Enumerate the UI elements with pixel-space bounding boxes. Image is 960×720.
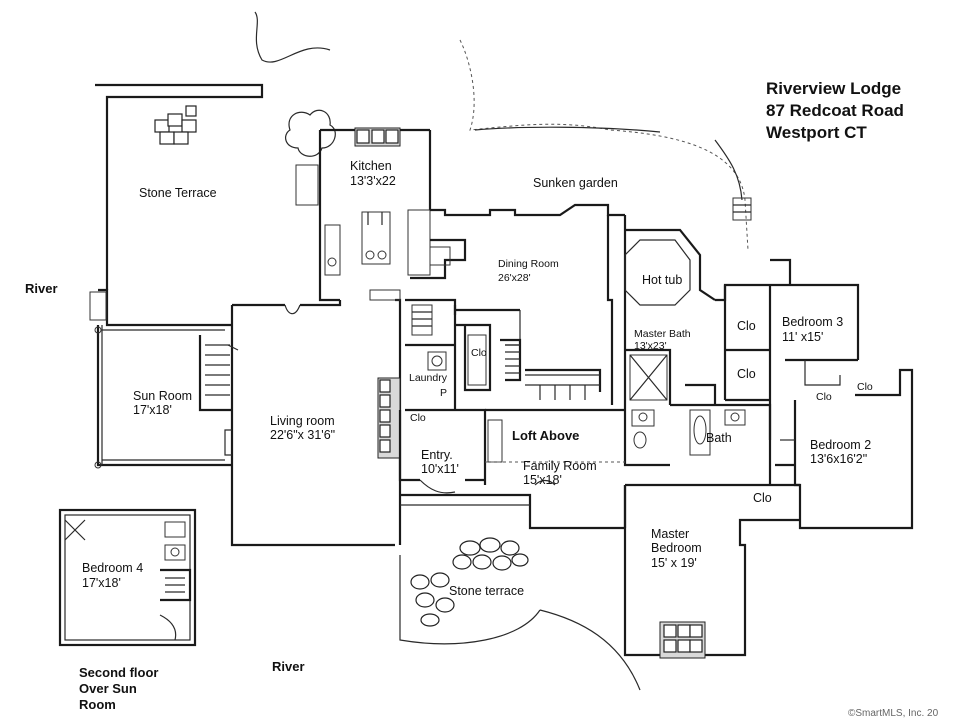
label-river-left: River: [25, 281, 58, 296]
bath-label: Bath: [706, 431, 732, 445]
living-room-name: Living room: [270, 414, 335, 428]
sun-room-walls: [89, 288, 239, 469]
bath-walls: [623, 383, 772, 485]
stone-terrace-lower: [399, 537, 541, 645]
closet-label-entry: Clo: [410, 412, 426, 424]
kitchen-dims: 13'3'x22: [350, 174, 396, 188]
family-room-walls: [485, 408, 627, 528]
sun-room-dims: 17'x18': [133, 403, 172, 417]
master-bedroom-dims: 15' x 19': [651, 556, 697, 570]
loft-above-label: Loft Above: [512, 428, 579, 443]
garden-outline: [254, 11, 749, 251]
bedroom4-inset: [58, 508, 197, 647]
master-bath-walls: [623, 215, 790, 405]
inset-caption-3: Room: [79, 697, 116, 712]
title-line-2: 87 Redcoat Road: [766, 101, 904, 120]
master-bedroom-name: Master: [651, 527, 689, 541]
title-block: Riverview Lodge 87 Redcoat Road Westport…: [766, 79, 904, 142]
title-line-3: Westport CT: [766, 123, 867, 142]
title-line-1: Riverview Lodge: [766, 79, 901, 98]
inset-caption-2: Over Sun: [79, 681, 137, 696]
living-room-dims: 22'6"x 31'6": [270, 428, 335, 442]
closet-label-upper: Clo: [737, 319, 756, 333]
stone-terrace-area: [95, 83, 264, 290]
bedroom3-dims: 11' x15': [782, 330, 823, 344]
entry-dims: 10'x11': [421, 462, 459, 476]
inset-caption-1: Second floor: [79, 665, 158, 680]
family-room-name: Family Room: [523, 459, 597, 473]
dining-room-walls: [430, 203, 625, 405]
dining-dims: 26'x28': [498, 272, 531, 284]
closet-label-bedroom2-b: Clo: [857, 381, 873, 393]
master-bedroom-name-2: Bedroom: [651, 541, 702, 555]
copyright-notice: ©SmartMLS, Inc. 20: [848, 708, 939, 719]
master-bath-name: Master Bath: [634, 328, 691, 340]
closet-label-bedroom2-a: Clo: [816, 391, 832, 403]
closet-label-laundry: Clo: [471, 347, 487, 359]
bedroom2-name: Bedroom 2: [810, 438, 871, 452]
sun-room-name: Sun Room: [133, 389, 192, 403]
closet-label-middle: Clo: [737, 367, 756, 381]
dining-name: Dining Room: [498, 258, 559, 270]
entry-name: Entry.: [421, 448, 453, 462]
label-stone-terrace: Stone Terrace: [139, 186, 217, 200]
kitchen-walls: [295, 127, 467, 302]
bedroom2-dims: 13'6x16'2": [810, 452, 867, 466]
garden-bench: [732, 197, 752, 221]
hot-tub-label: Hot tub: [642, 273, 682, 287]
laundry-label: Laundry: [409, 372, 448, 384]
label-stone-terrace-lower: Stone terrace: [449, 584, 524, 598]
master-bath-dims: 13'x23': [634, 340, 667, 352]
bedroom3-walls: [723, 258, 914, 440]
label-river-bottom: River: [272, 659, 305, 674]
living-room-walls: [224, 289, 402, 547]
master-bedroom-walls: [539, 483, 800, 691]
bedroom4-dims: 17'x18': [82, 576, 121, 590]
tree-icon: [284, 109, 336, 157]
entry-walls: [398, 410, 625, 530]
closet-label-master: Clo: [753, 491, 772, 505]
family-room-dims: 15'x18': [523, 473, 562, 487]
kitchen-name: Kitchen: [350, 159, 392, 173]
bedroom4-name: Bedroom 4: [82, 561, 143, 575]
bedroom2-walls: [775, 395, 914, 530]
label-sunken-garden: Sunken garden: [533, 176, 618, 190]
laundry-p-label: P: [440, 387, 447, 399]
bedroom3-name: Bedroom 3: [782, 315, 843, 329]
